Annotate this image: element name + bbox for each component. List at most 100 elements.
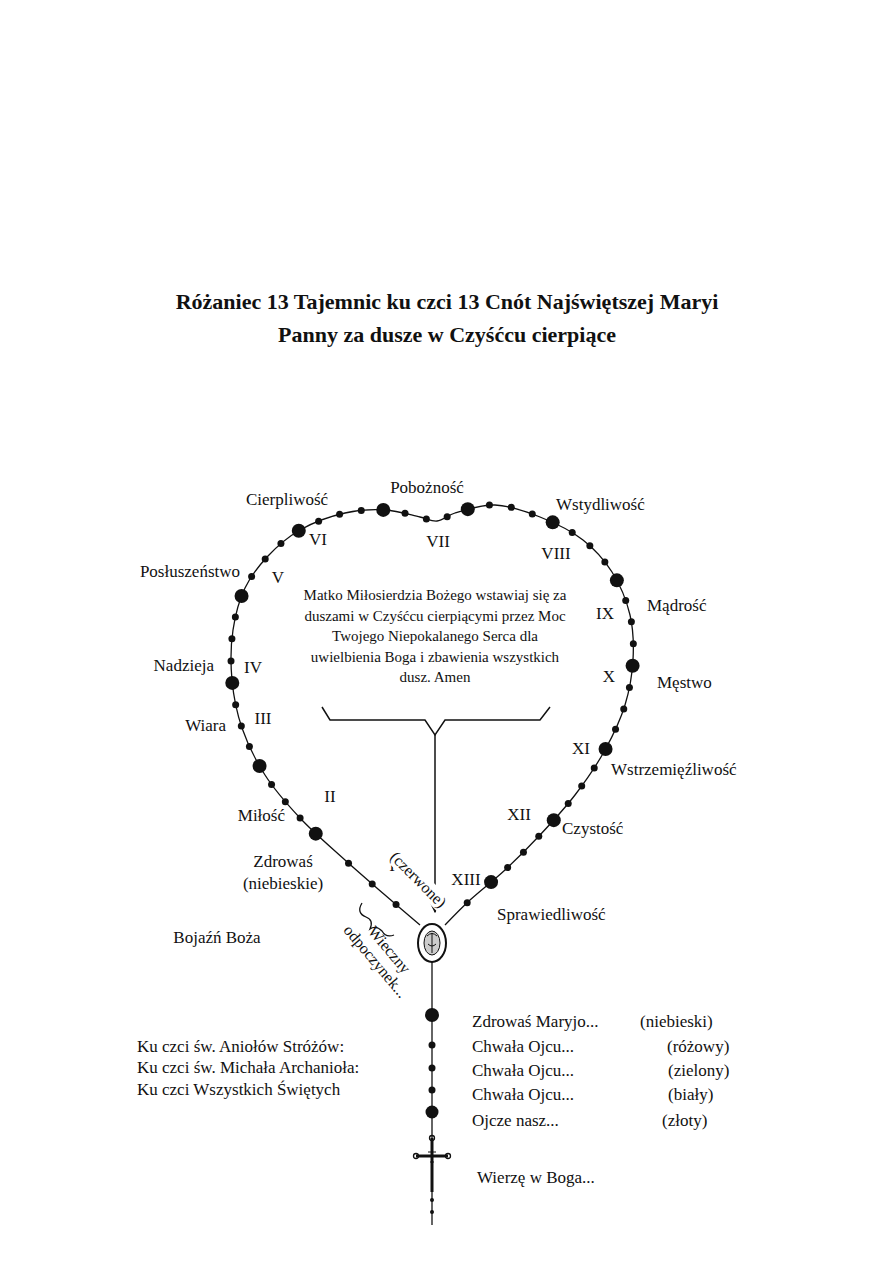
label: Pobożność: [390, 478, 464, 498]
rosary-bead: [248, 573, 255, 580]
rosary-bead: [622, 597, 629, 604]
label: (złoty): [662, 1111, 707, 1131]
medallion: [418, 924, 446, 962]
label: Wstrzemięźliwość: [611, 760, 737, 780]
label: V: [272, 568, 284, 588]
label: Wierzę w Boga...: [477, 1168, 595, 1188]
label: X: [603, 667, 615, 687]
rosary-bead: [232, 614, 239, 621]
rosary-bead: [547, 813, 561, 827]
rosary-bead: [464, 899, 471, 906]
label: Mądrość: [647, 596, 706, 616]
label: Sprawiedliwość: [497, 905, 606, 925]
rosary-bead: [238, 722, 245, 729]
rosary-bead: [486, 502, 493, 509]
label: (biały): [668, 1085, 713, 1105]
rosary-bead: [578, 783, 585, 790]
label: Ojcze nasz...: [472, 1111, 559, 1131]
label: Chwała Ojcu...: [472, 1037, 574, 1057]
rosary-bead: [423, 515, 430, 522]
rosary-bead: [225, 676, 239, 690]
rosary-bead: [262, 556, 269, 563]
label: Zdrowaś Maryjo...: [472, 1012, 599, 1032]
label: VIII: [541, 544, 570, 564]
rosary-bead: [504, 864, 511, 871]
rosary-bead: [277, 540, 284, 547]
rosary-bead: [599, 742, 613, 756]
label: (niebieskie): [243, 874, 323, 894]
rosary-bead: [268, 781, 275, 788]
rosary-bead: [402, 510, 409, 517]
rosary-bead: [612, 726, 619, 733]
prayer-text: Wieczny odpoczynek...: [336, 906, 428, 1006]
label: Ku czci Wszystkich Świętych: [137, 1080, 340, 1100]
rosary-bead: [376, 503, 390, 517]
rosary-bead: [546, 515, 560, 529]
rosary-bead: [393, 901, 400, 908]
label: III: [255, 709, 272, 729]
rosary-bead: [282, 798, 289, 805]
label: Czystość: [562, 819, 623, 839]
rosary-bead: [228, 635, 235, 642]
rosary-bead: [626, 684, 633, 691]
rosary-bead: [508, 504, 515, 511]
rosary-bead: [369, 880, 376, 887]
label: Chwała Ojcu...: [472, 1061, 574, 1081]
label: Posłuszeństwo: [140, 562, 240, 582]
prayer-text: Matko Miłosierdzia Bożego wstawiaj się z…: [299, 585, 571, 688]
label: XII: [507, 805, 531, 825]
rosary-bead: [565, 800, 572, 807]
label: (niebieski): [640, 1012, 713, 1032]
label: Nadzieja: [154, 656, 214, 676]
rosary-bead: [484, 875, 498, 889]
title: Różaniec 13 Tajemnic ku czci 13 Cnót Naj…: [156, 285, 738, 351]
rosary-bead: [309, 827, 323, 841]
label: (różowy): [667, 1037, 729, 1057]
crucifix: [414, 1136, 451, 1193]
rosary-bead: [628, 618, 635, 625]
rosary-bead: [529, 511, 536, 518]
rosary-bead: [610, 573, 624, 587]
rosary-bead: [228, 657, 235, 664]
rosary-bead: [444, 513, 451, 520]
rosary-bead: [620, 705, 627, 712]
bracket: [322, 707, 550, 735]
rosary-bead: [630, 640, 637, 647]
rosary-bead: [345, 860, 352, 867]
label: XIII: [451, 870, 480, 890]
label: Chwała Ojcu...: [472, 1085, 574, 1105]
label: IX: [596, 604, 614, 624]
rosary-bead: [315, 518, 322, 525]
rosary-bead: [358, 507, 365, 514]
rosary-bead: [253, 759, 267, 773]
rosary-bead: [535, 833, 542, 840]
rosary-bead: [336, 511, 343, 518]
rosary-bead: [235, 589, 249, 603]
rosary-bead: [591, 764, 598, 771]
label: II: [324, 787, 335, 807]
rosary-string: [231, 505, 633, 925]
rosary-bead: [586, 542, 593, 549]
label: Zdrowaś: [253, 852, 312, 872]
rosary-heart: [225, 502, 639, 925]
rosary-bead: [461, 502, 475, 516]
label: Ku czci św. Aniołów Stróżów:: [137, 1037, 344, 1057]
label: XI: [572, 739, 590, 759]
label: Cierpliwość: [246, 490, 328, 510]
pendant-chain: [425, 962, 439, 1225]
label: Wstydliwość: [556, 495, 645, 515]
rosary-bead: [292, 524, 306, 538]
label: IV: [244, 658, 262, 678]
rosary-bead: [297, 815, 304, 822]
label: Ku czci św. Michała Archanioła:: [137, 1058, 359, 1078]
rosary-bead: [569, 529, 576, 536]
label: Męstwo: [657, 673, 712, 693]
label: Wiara: [185, 716, 226, 736]
rosary-bead: [520, 849, 527, 856]
label: VII: [426, 532, 450, 552]
rosary-bead: [601, 558, 608, 565]
label: (zielony): [668, 1061, 729, 1081]
rosary-bead: [232, 701, 239, 708]
